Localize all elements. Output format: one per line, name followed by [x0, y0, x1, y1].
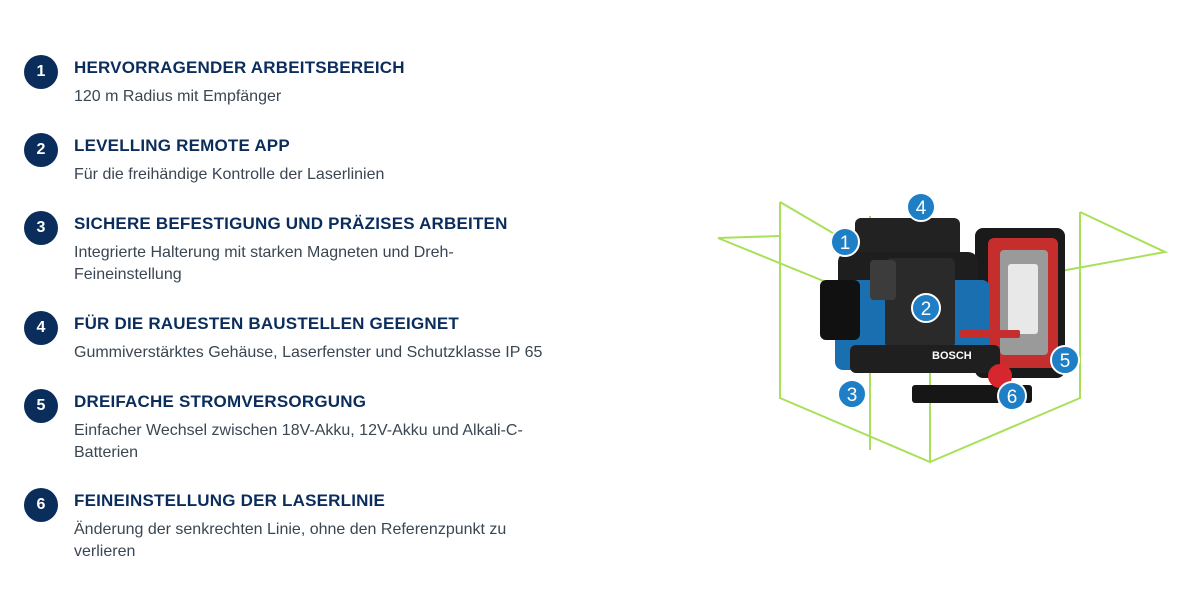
callout-number: 1: [840, 233, 851, 254]
feature-description: Integrierte Halterung mit starken Magnet…: [74, 244, 454, 283]
feature-title: LEVELLING REMOTE APP: [74, 136, 290, 155]
feature-number-badge: 5: [24, 389, 58, 423]
callout-number: 6: [1007, 387, 1018, 408]
feature-title: HERVORRAGENDER ARBEITSBEREICH: [74, 58, 405, 77]
feature-description: Änderung der senkrechten Linie, ohne den…: [74, 521, 507, 560]
callout-1: 1: [830, 227, 860, 257]
feature-title: FEINEINSTELLUNG DER LASERLINIE: [74, 491, 386, 510]
feature-description: Einfacher Wechsel zwischen 18V-Akku, 12V…: [74, 422, 523, 461]
callout-number: 3: [847, 385, 858, 406]
feature-description: 120 m Radius mit Empfänger: [74, 88, 282, 105]
callout-3: 3: [837, 379, 867, 409]
laser-line-left: [717, 235, 781, 239]
feature-number-badge: 3: [24, 211, 58, 245]
callout-2: 2: [911, 293, 941, 323]
laser-body: BOSCH: [820, 218, 1032, 403]
feature-number-badge: 4: [24, 311, 58, 345]
feature-description: Für die freihändige Kontrolle der Laserl…: [74, 166, 385, 183]
callout-number: 4: [916, 198, 927, 219]
feature-title: SICHERE BEFESTIGUNG UND PRÄZISES ARBEITE…: [74, 214, 508, 233]
callout-6: 6: [997, 381, 1027, 411]
feature-title: DREIFACHE STROMVERSORGUNG: [74, 392, 367, 411]
brand-logo: BOSCH: [932, 350, 972, 362]
laser-line-vertical-front: [779, 202, 931, 464]
laser-line-vertical-right: [929, 212, 1081, 463]
feature-number-badge: 1: [24, 55, 58, 89]
feature-number-badge: 6: [24, 488, 58, 522]
callout-number: 5: [1060, 351, 1071, 372]
fine-adjust-knob: [988, 364, 1012, 388]
feature-number-badge: 2: [24, 133, 58, 167]
callout-5: 5: [1050, 345, 1080, 375]
product-illustration: BOSCH 1 2 3 4 5 6: [700, 180, 1180, 480]
callout-number: 2: [921, 299, 932, 320]
callout-4: 4: [906, 192, 936, 222]
feature-title: FÜR DIE RAUESTEN BAUSTELLEN GEEIGNET: [74, 314, 460, 333]
feature-description: Gummiverstärktes Gehäuse, Laserfenster u…: [74, 344, 543, 361]
